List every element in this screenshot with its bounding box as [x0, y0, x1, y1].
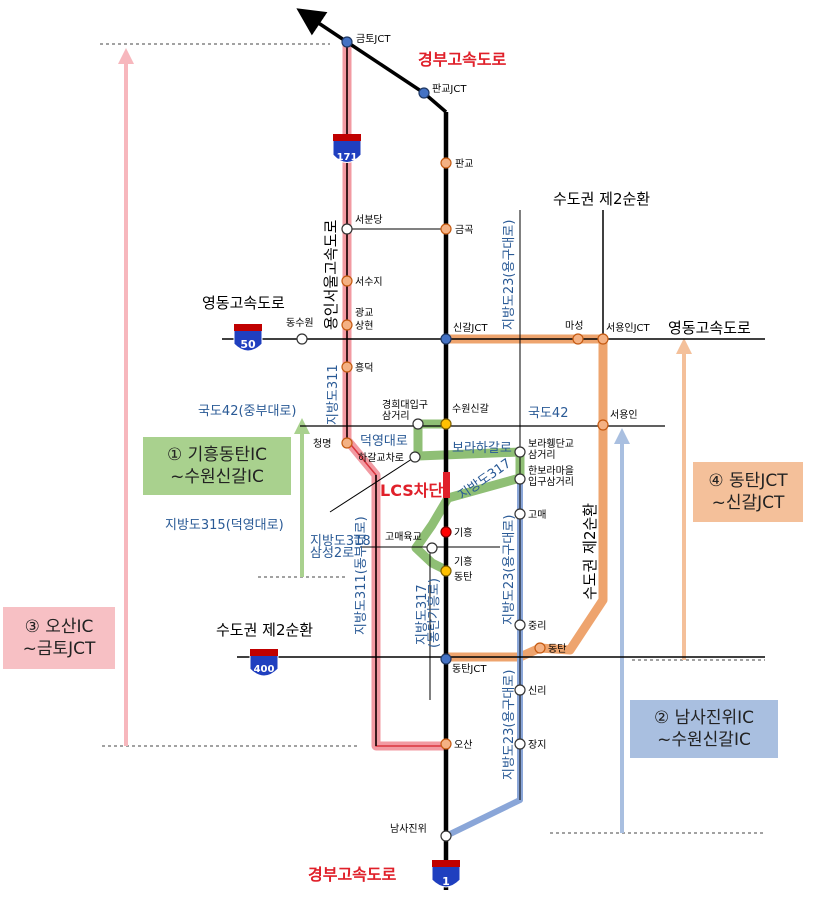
svg-text:판교JCT: 판교JCT	[432, 83, 467, 95]
highway-shield-50: 50	[233, 324, 263, 352]
svg-text:수원신갈: 수원신갈	[452, 402, 489, 415]
route317-label-b: 지방도317	[415, 584, 430, 645]
route42-right-label: 국도42	[528, 406, 568, 421]
route315-label: 지방도315(덕영대로)	[165, 518, 284, 533]
youngdong-left-label: 영동고속도로	[202, 294, 285, 312]
legend-box-1-line2: ~수원신갈IC	[170, 467, 264, 487]
svg-text:50: 50	[240, 338, 256, 351]
svg-text:기흥: 기흥	[454, 526, 472, 539]
svg-text:신리: 신리	[528, 685, 546, 697]
svg-text:기흥: 기흥	[454, 555, 472, 568]
gyeongbu-top-label: 경부고속도로	[418, 50, 507, 69]
svg-text:서수지: 서수지	[355, 276, 383, 288]
svg-text:동탄: 동탄	[548, 643, 566, 655]
svg-text:중리: 중리	[528, 620, 546, 632]
svg-text:장지: 장지	[528, 739, 546, 751]
svg-text:입구삼거리: 입구삼거리	[528, 475, 574, 488]
green-route	[411, 419, 525, 575]
svg-text:한보라마을: 한보라마을	[528, 465, 574, 477]
legend-box-2-line2: ~수원신갈IC	[657, 730, 751, 750]
lcs-block-marker	[443, 472, 450, 498]
highway-171-vertical-label: 용인서울고속도로	[322, 219, 340, 330]
svg-text:판교: 판교	[455, 158, 473, 170]
node-labels: 금토JCT 판교JCT 판교 금곡 서분당 서수지 광교 상현 동수원 흥덕 신…	[286, 33, 651, 835]
highway-shield-1: 1	[431, 860, 461, 888]
svg-text:청명: 청명	[313, 438, 331, 450]
legend-box-4-line2: ~신갈JCT	[711, 493, 785, 513]
borahagal-label: 보라하갈로	[452, 441, 512, 456]
legend-box-2-line1: ② 남사진위IC	[653, 708, 755, 728]
svg-text:400: 400	[254, 664, 275, 675]
svg-text:고매: 고매	[528, 509, 546, 521]
route318-label-1: 지방도318	[310, 534, 371, 549]
highway-shield-400: 400	[249, 649, 279, 677]
svg-text:서분당: 서분당	[355, 214, 383, 226]
route42-left-label: 국도42(중부대로)	[198, 404, 296, 419]
nodes	[296, 36, 609, 842]
svg-text:삼거리: 삼거리	[382, 410, 410, 422]
svg-text:동탄: 동탄	[454, 571, 472, 583]
svg-text:신갈JCT: 신갈JCT	[453, 321, 488, 334]
svg-text:171: 171	[337, 152, 358, 163]
youngdong-right-label: 영동고속도로	[668, 319, 751, 337]
svg-text:광교: 광교	[355, 307, 373, 319]
svg-text:오산: 오산	[454, 739, 472, 751]
svg-text:금곡: 금곡	[455, 224, 473, 236]
svg-text:동탄JCT: 동탄JCT	[452, 663, 487, 675]
lcs-label: LCS차단	[380, 481, 443, 500]
svg-text:하갈교차로: 하갈교차로	[358, 451, 404, 464]
svg-text:경희대입구: 경희대입구	[382, 398, 428, 411]
svg-text:서용인: 서용인	[610, 409, 638, 421]
svg-text:마성: 마성	[565, 320, 583, 332]
svg-text:서용인JCT: 서용인JCT	[606, 322, 651, 334]
ring2-top-label: 수도권 제2순환	[553, 190, 650, 208]
legend-box-3-line1: ③ 오산IC	[24, 617, 94, 637]
legend-box-3: ③ 오산IC ~금토JCT	[3, 607, 115, 669]
legend-box-2: ② 남사진위IC ~수원신갈IC	[630, 700, 778, 758]
svg-text:흥덕: 흥덕	[355, 361, 373, 374]
route311-label: 지방도311	[326, 364, 341, 425]
route317-sub-label: (동탄기흥로)	[427, 578, 442, 648]
svg-text:금토JCT: 금토JCT	[356, 33, 391, 45]
legend-box-3-line2: ~금토JCT	[22, 639, 96, 659]
svg-text:1: 1	[442, 875, 450, 888]
legend-box-4-line1: ④ 동탄JCT	[708, 471, 788, 491]
svg-text:상현: 상현	[355, 320, 373, 332]
route311-dongbu-label: 지방도311(동부대로)	[354, 516, 369, 635]
highway-shield-171: 171	[332, 134, 362, 163]
direction-arrows	[118, 48, 692, 833]
route23-bottom-label: 지방도23(용구대로)	[502, 670, 517, 780]
ring2-vertical-label: 수도권 제2순환	[581, 503, 599, 600]
legend-box-1: ① 기흥동탄IC ~수원신갈IC	[143, 437, 291, 495]
ring2-left-label: 수도권 제2순환	[216, 621, 313, 639]
svg-text:동수원: 동수원	[286, 317, 314, 329]
svg-text:삼거리: 삼거리	[528, 449, 556, 461]
gyeongbu-bottom-label: 경부고속도로	[308, 865, 397, 884]
svg-text:남사진위: 남사진위	[390, 822, 427, 835]
route318-label-2: 삼성2로	[310, 546, 354, 561]
deokyeong-label: 덕영대로	[360, 434, 408, 449]
svg-text:고매육교: 고매육교	[385, 531, 422, 543]
route23-mid-label: 지방도23(용구대로)	[502, 515, 517, 625]
legend-box-4: ④ 동탄JCT ~신갈JCT	[693, 462, 803, 522]
svg-text:보라휑단교: 보라휑단교	[528, 438, 574, 450]
legend-box-1-line1: ① 기흥동탄IC	[166, 445, 268, 465]
route23-top-label: 지방도23(용구대로)	[502, 220, 517, 330]
